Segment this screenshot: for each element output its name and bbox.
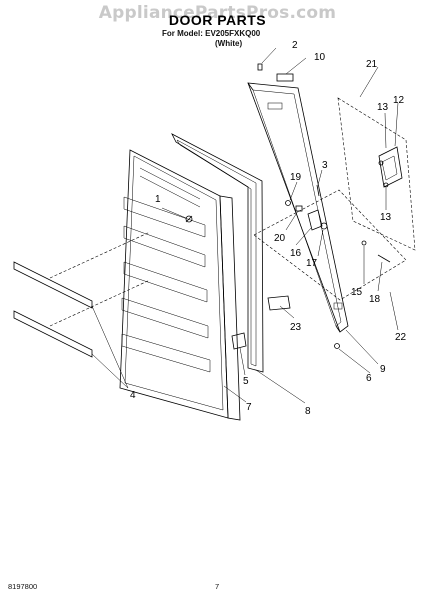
callout-2: 2 — [292, 40, 298, 51]
callout-1: 1 — [155, 194, 161, 205]
callout-21: 21 — [366, 59, 378, 70]
outer-door-panel — [247, 82, 349, 333]
watermark: AppliancePartsPros.com — [98, 3, 337, 23]
callout-16: 16 — [290, 248, 302, 259]
callout-5: 5 — [243, 376, 249, 387]
model-line: For Model: EV205FXKQ00 — [162, 29, 261, 38]
document-number: 8197800 — [8, 582, 38, 591]
callout-13b: 13 — [380, 212, 392, 223]
leader-lines — [91, 47, 399, 404]
callout-labels: 1 2 3 4 5 6 7 8 9 10 12 13 13 15 16 17 1… — [130, 40, 407, 417]
callout-10: 10 — [314, 52, 326, 63]
callout-23: 23 — [290, 322, 302, 333]
callout-22: 22 — [395, 332, 407, 343]
door-gasket — [171, 133, 264, 373]
hinge-hardware — [231, 63, 391, 350]
callout-8: 8 — [305, 406, 311, 417]
callout-15: 15 — [351, 287, 363, 298]
callout-12: 12 — [393, 95, 405, 106]
callout-9: 9 — [380, 364, 386, 375]
variant-label: (White) — [215, 39, 243, 48]
callout-13a: 13 — [377, 102, 389, 113]
callout-20: 20 — [274, 233, 286, 244]
door-shelf-rails — [13, 231, 151, 358]
callout-18: 18 — [369, 294, 381, 305]
inner-door-liner — [119, 149, 241, 421]
callout-6: 6 — [366, 373, 372, 384]
callout-3: 3 — [322, 160, 328, 171]
callout-4: 4 — [130, 390, 136, 401]
callout-19: 19 — [290, 172, 302, 183]
page-number: 7 — [215, 582, 220, 591]
hinge-assembly-outline — [253, 97, 416, 301]
callout-17: 17 — [306, 258, 318, 269]
diagram-title: DOOR PARTS — [168, 12, 267, 28]
hinge-bracket — [378, 146, 403, 188]
callout-7: 7 — [246, 402, 252, 413]
